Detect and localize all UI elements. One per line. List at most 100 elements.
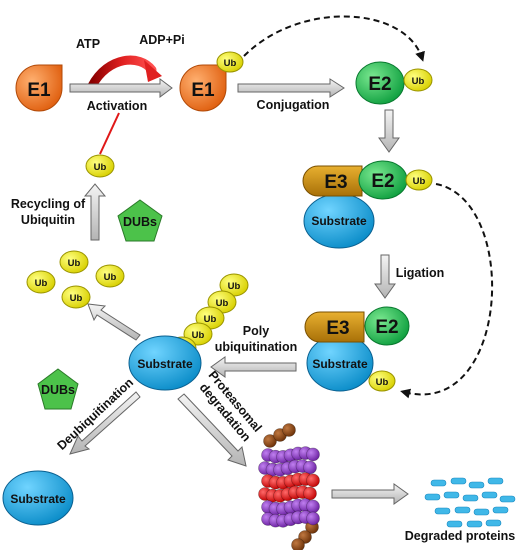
protein-fragment — [450, 477, 467, 485]
e3 — [302, 165, 363, 197]
e2 — [364, 306, 410, 346]
polyubiquitinated-substrate: Ub Ub Ub Ub Ub Substrate — [128, 273, 249, 391]
dubs-label: DUBs — [41, 383, 75, 397]
ubiquitin-label: Ub — [216, 298, 229, 309]
substrate-label: Substrate — [10, 492, 66, 506]
proteasome-cap-sphere — [306, 511, 320, 526]
e1-ub-complex: E1 Ub — [179, 51, 244, 112]
substrate-label: Substrate — [137, 357, 193, 371]
protein-fragment — [473, 508, 490, 516]
protein-fragment — [434, 507, 451, 515]
conjugation-label: Conjugation — [257, 98, 330, 112]
substrate-label: Substrate — [312, 357, 368, 371]
e1-label: E1 — [27, 80, 51, 101]
recycling-label-line1: Recycling of — [11, 197, 86, 211]
ubiquitin-label: Ub — [68, 258, 81, 269]
ubiquitin — [403, 68, 433, 92]
ubiquitin — [368, 370, 396, 392]
proteasome-chain-bead — [282, 423, 296, 437]
proteasome-cap-sphere — [303, 460, 317, 475]
dashed-ligation-arrow — [400, 183, 494, 399]
recycling-arrow — [83, 183, 107, 241]
release-arrow — [87, 303, 141, 341]
ubiquitin-label: Ub — [204, 314, 217, 325]
dubs-label: DUBs — [123, 215, 157, 229]
ubiquitin-label: Ub — [413, 176, 426, 187]
degraded-proteins-label: Degraded proteins — [405, 529, 515, 543]
protein-fragment — [430, 479, 447, 487]
dubs-pentagon-upper: DUBs — [117, 199, 163, 242]
adp-pi-label: ADP+Pi — [139, 33, 185, 47]
ubiquitin — [59, 250, 89, 274]
proteasome — [258, 423, 320, 550]
ubiquitin-label: Ub — [376, 377, 389, 388]
degradation-output-arrow — [331, 483, 409, 505]
activation-arrow — [69, 78, 173, 98]
ligation-label: Ligation — [396, 266, 445, 280]
e3-e2-substrate-ub-complex: Substrate E3 E2 Ub — [304, 306, 410, 392]
down-arrow-to-e3 — [378, 109, 400, 153]
proteasome-core-sphere — [303, 486, 317, 501]
ubiquitin-label: Ub — [192, 330, 205, 341]
proteasomal-degradation-arrow — [177, 393, 247, 467]
atp-label: ATP — [76, 37, 100, 51]
recycling-label-line2: Ubiquitin — [21, 213, 75, 227]
ubiquitin-label: Ub — [104, 272, 117, 283]
protein-fragment — [446, 520, 463, 528]
e2-label: E2 — [368, 74, 391, 95]
ubiquitin-label: Ub — [224, 58, 237, 69]
e2-label: E2 — [371, 171, 394, 192]
ubiquitin — [216, 51, 244, 73]
e3 — [304, 311, 365, 343]
activation-label: Activation — [87, 99, 147, 113]
substrate-label: Substrate — [311, 214, 367, 228]
proteasome-core-sphere — [306, 473, 320, 488]
protein-fragment — [499, 495, 516, 503]
protein-fragment — [424, 493, 441, 501]
poly-label-line1: Poly — [243, 324, 269, 338]
protein-fragment — [481, 491, 498, 499]
proteasome-chain-bead — [291, 538, 305, 550]
dubs-pentagon-lower: DUBs — [37, 368, 79, 410]
ubiquitin — [61, 285, 91, 309]
protein-fragment — [462, 494, 479, 502]
protein-fragment — [487, 477, 504, 485]
degraded-protein-fragments — [424, 477, 516, 528]
ubiquitin — [405, 169, 433, 191]
e3-label: E3 — [326, 318, 349, 339]
ubiquitin — [95, 264, 125, 288]
e2-ub-complex: E2 Ub — [355, 61, 433, 105]
ubiquitin-label: Ub — [35, 278, 48, 289]
e2-label: E2 — [375, 317, 398, 338]
released-substrate: Substrate — [2, 470, 74, 526]
protein-fragment — [485, 519, 502, 527]
ubiquitin-label: Ub — [412, 76, 425, 87]
conjugation-arrow — [237, 78, 345, 98]
ubiquitin-label: Ub — [94, 162, 107, 173]
substrate — [128, 335, 202, 391]
ubiquitin-label: Ub — [228, 281, 241, 292]
atp-arrow — [87, 55, 162, 91]
protein-fragment — [468, 481, 485, 489]
deubiquitination-arrow — [69, 391, 141, 455]
poly-ubiquitination-arrow — [210, 356, 297, 378]
poly-label-line2: ubiquitination — [215, 340, 298, 354]
proteasome-cap-sphere — [306, 447, 320, 462]
recycling-link-line — [99, 112, 120, 155]
protein-fragment — [443, 491, 460, 499]
ubiquitin — [26, 270, 56, 294]
protein-fragment — [492, 506, 509, 514]
e3-label: E3 — [324, 172, 347, 193]
dashed-transfer-arrow — [243, 15, 425, 62]
ubiquitin-label: Ub — [70, 293, 83, 304]
recycled-ubiquitin: Ub — [85, 154, 115, 178]
e1-free: E1 — [15, 64, 63, 112]
proteasome-chain-bead — [263, 434, 277, 448]
ligation-arrow — [374, 254, 396, 299]
e3-e2-substrate-complex: Substrate E3 E2 Ub — [302, 160, 433, 249]
free-ubiquitin-cluster: Ub Ub Ub Ub — [26, 250, 125, 309]
e1-label: E1 — [191, 80, 215, 101]
protein-fragment — [454, 506, 471, 514]
protein-fragment — [466, 520, 483, 528]
